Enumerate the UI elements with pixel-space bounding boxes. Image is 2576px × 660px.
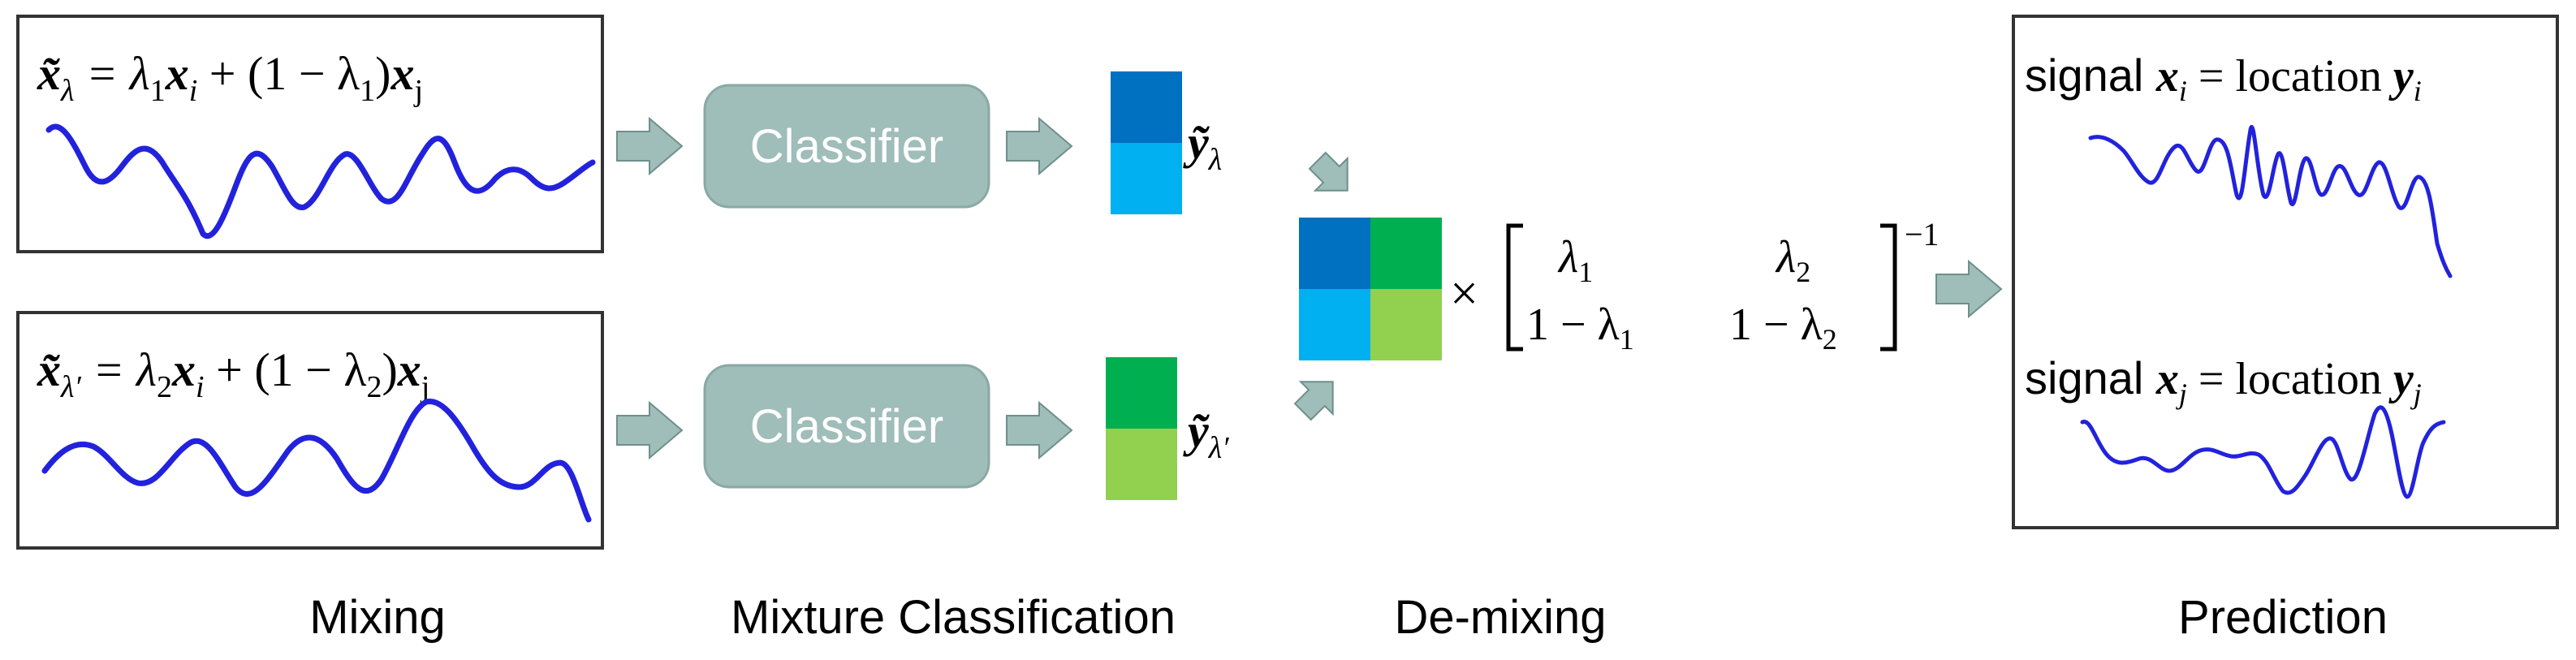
output-vector-bottom-upper	[1106, 357, 1177, 429]
output-label-top: ỹλ	[1183, 116, 1222, 177]
arrow-mix-to-classifier-bottom	[616, 400, 684, 460]
prediction-panel	[2012, 15, 2559, 529]
matrix-cell-blue-light	[1299, 289, 1370, 360]
stage-label-prediction: Prediction	[2178, 591, 2388, 644]
predicted-signal-j-waveform	[2080, 405, 2446, 499]
classifier-label-top: Classifier	[750, 120, 944, 173]
mixing-formula-bottom: x̃λ′ = λ2xi + (1 − λ2)xj	[37, 343, 429, 404]
mixing-panel-top	[16, 15, 604, 253]
mixing-panel-bottom	[16, 311, 604, 550]
matrix-cell-blue-dark	[1299, 218, 1370, 289]
matrix-inverse-exponent: −1	[1905, 216, 1940, 252]
matrix-bracket-left	[1506, 223, 1523, 352]
classifier-label-bottom: Classifier	[750, 400, 944, 453]
output-vector-top-upper	[1111, 71, 1182, 143]
prediction-label-j: signal xj = location yj	[2025, 352, 2422, 410]
prediction-label-i: signal xi = location yi	[2025, 50, 2422, 107]
arrow-output-top-to-matrix	[1308, 151, 1348, 192]
matrix-bracket-right	[1880, 223, 1897, 352]
matrix-entry-11: λ1	[1557, 232, 1593, 288]
times-symbol: ×	[1450, 266, 1478, 321]
classifier-box-top	[703, 84, 990, 209]
matrix-entry-21: 1 − λ1	[1526, 300, 1634, 356]
stage-label-mixing: Mixing	[309, 591, 446, 644]
matrix-entry-12: λ2	[1775, 232, 1810, 288]
matrix-entry-22: 1 − λ2	[1729, 300, 1837, 356]
output-label-bottom: ỹλ′	[1183, 404, 1229, 465]
classifier-box-bottom	[703, 364, 990, 489]
output-vector-bottom-lower	[1106, 429, 1177, 500]
matrix-cell-green-light	[1370, 289, 1442, 360]
arrow-mix-to-classifier-top	[616, 116, 684, 176]
mixing-formula-top: x̃λ = λ1xi + (1 − λ1)xj	[37, 47, 423, 108]
matrix-cell-green-dark	[1370, 218, 1442, 289]
mixed-signal-bottom-waveform	[41, 399, 592, 523]
arrow-matrix-to-prediction	[1935, 259, 2003, 319]
output-vector-top-lower	[1111, 143, 1182, 214]
stage-label-mixture-classification: Mixture Classification	[731, 591, 1176, 644]
arrow-classifier-to-output-bottom	[1006, 400, 1073, 460]
arrow-classifier-to-output-top	[1006, 116, 1073, 176]
arrow-output-bottom-to-matrix	[1293, 381, 1334, 421]
predicted-signal-i-waveform	[2088, 125, 2453, 278]
mixed-signal-top-waveform	[45, 123, 596, 239]
stage-label-demixing: De-mixing	[1394, 591, 1606, 644]
